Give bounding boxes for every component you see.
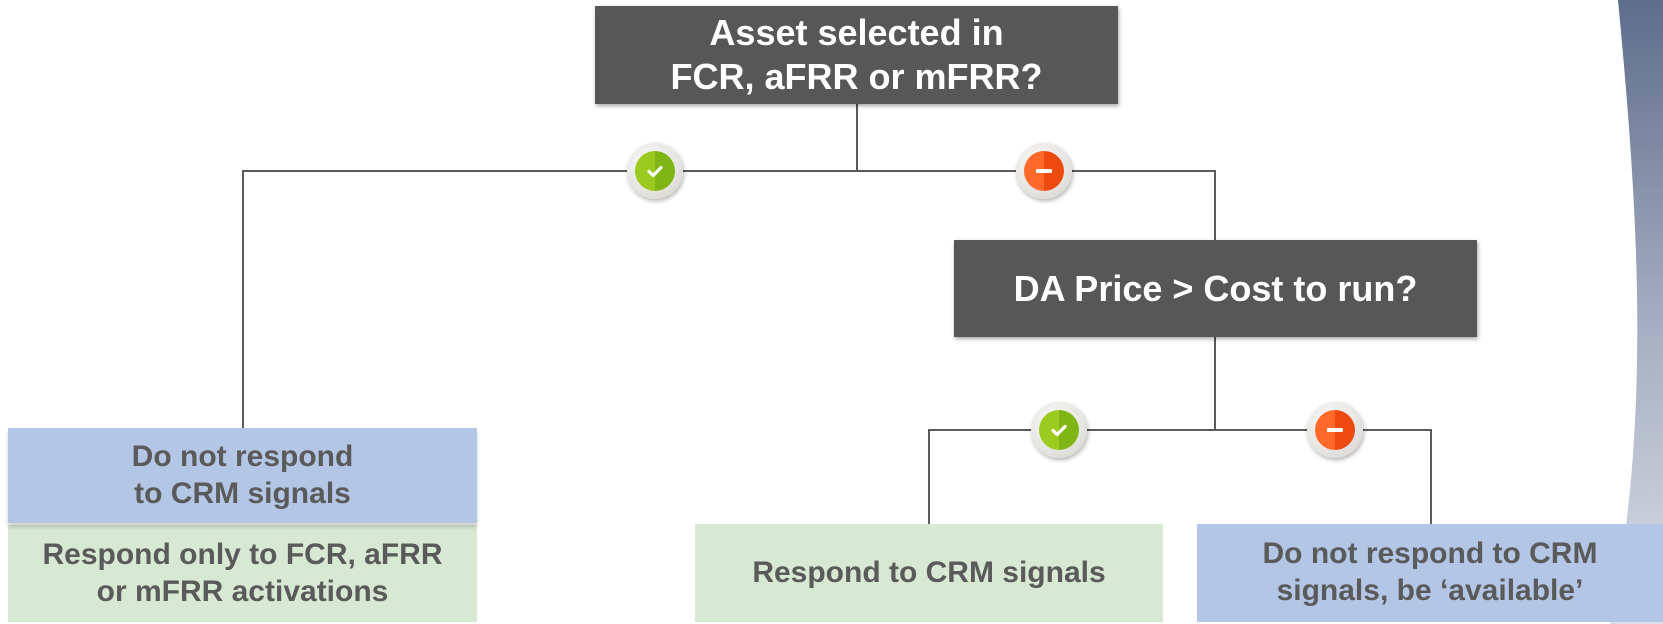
check-icon bbox=[647, 165, 663, 178]
yes-badge-price bbox=[1031, 402, 1087, 458]
outcome-do-not-respond-text: Do not respond to CRM signals bbox=[131, 439, 354, 510]
no-badge-price bbox=[1307, 402, 1363, 458]
outcome-respond-activations-text: Respond only to FCR, aFRR or mFRR activa… bbox=[42, 537, 443, 608]
yes-badge-top bbox=[627, 143, 683, 199]
outcome-respond-crm-text: Respond to CRM signals bbox=[752, 555, 1106, 589]
outcome-be-available-text: Do not respond to CRM signals, be ‘avail… bbox=[1262, 537, 1598, 607]
question-da-price: DA Price > Cost to run? bbox=[954, 240, 1477, 337]
no-badge-top bbox=[1016, 143, 1072, 199]
outcome-be-available: Do not respond to CRM signals, be ‘avail… bbox=[1197, 524, 1663, 622]
minus-icon bbox=[1327, 428, 1343, 432]
outcome-respond-crm: Respond to CRM signals bbox=[695, 524, 1163, 622]
check-icon bbox=[1051, 424, 1067, 437]
question-asset-selected-text: Asset selected in FCR, aFRR or mFRR? bbox=[670, 12, 1043, 97]
outcome-respond-activations: Respond only to FCR, aFRR or mFRR activa… bbox=[8, 525, 477, 622]
question-asset-selected: Asset selected in FCR, aFRR or mFRR? bbox=[595, 6, 1118, 104]
minus-icon bbox=[1036, 169, 1052, 173]
outcome-do-not-respond: Do not respond to CRM signals bbox=[8, 428, 477, 523]
question-da-price-text: DA Price > Cost to run? bbox=[1013, 267, 1418, 309]
